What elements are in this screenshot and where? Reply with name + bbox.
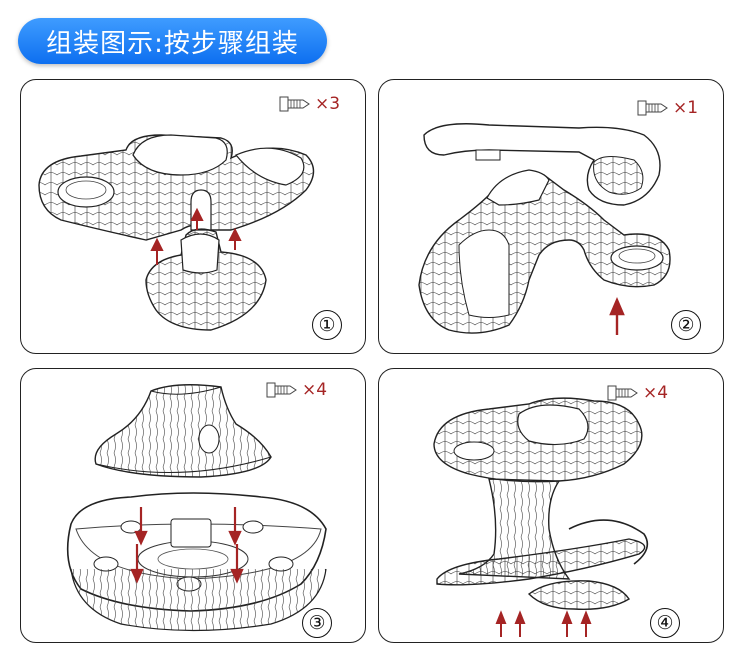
page-title-text: 组装图示:按步骤组装 [46, 28, 299, 59]
screw-quantity-step-3: ×4 [266, 380, 327, 400]
screw-quantity-step-2: ×1 [637, 98, 698, 118]
screw-count: ×4 [302, 380, 328, 400]
screw-count: ×4 [643, 383, 669, 403]
assembly-step-3-panel: ×4 ③ [20, 368, 366, 643]
screw-count: ×3 [315, 94, 341, 114]
step-number: ③ [302, 608, 332, 638]
step-1-illustration [38, 134, 315, 331]
step-3-illustration [66, 384, 327, 632]
screw-icon [607, 385, 638, 401]
step-number: ④ [650, 608, 680, 638]
screw-icon [279, 96, 310, 112]
screw-quantity-step-1: ×3 [279, 94, 340, 114]
assembly-step-4-panel: ×4 ④ [378, 368, 724, 643]
screw-icon [637, 100, 668, 116]
step-number: ② [671, 310, 701, 340]
page-title: 组装图示:按步骤组装 [18, 18, 327, 64]
step-2-illustration [418, 123, 671, 335]
screw-quantity-step-4: ×4 [607, 383, 668, 403]
assembly-step-2-panel: ×1 ② [378, 79, 724, 354]
step-4-illustration [433, 397, 649, 637]
screw-icon [266, 382, 297, 398]
assembly-step-1-panel: ×3 ① [20, 79, 366, 354]
step-number: ① [312, 310, 342, 340]
screw-count: ×1 [673, 98, 699, 118]
